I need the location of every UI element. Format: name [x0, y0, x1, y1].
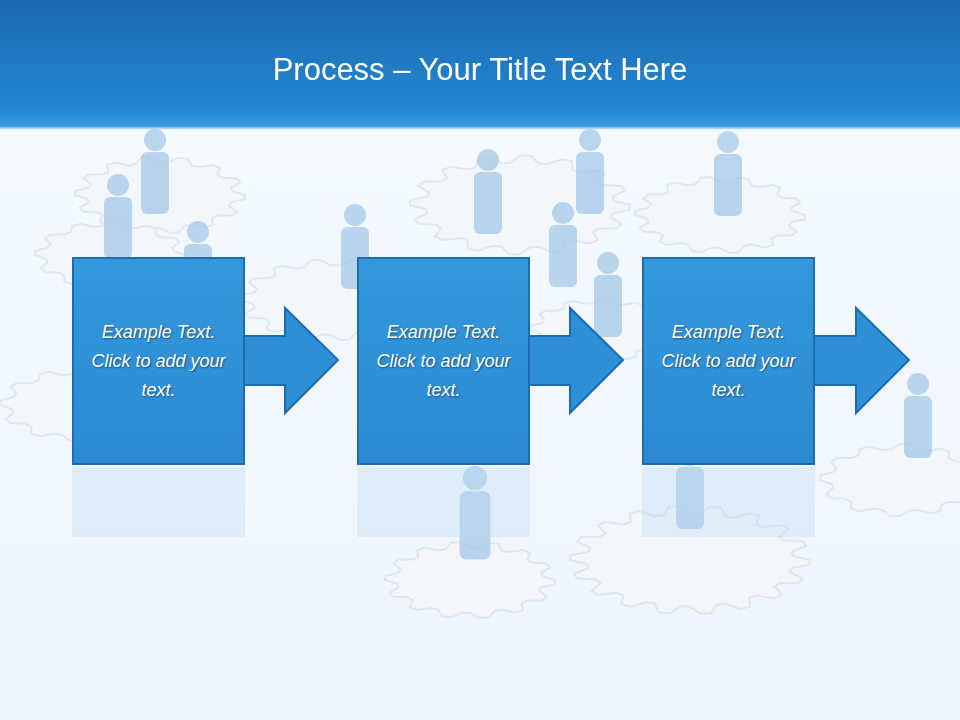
flow-arrow [527, 308, 623, 413]
process-box: Example Text. Click to add your text. [72, 257, 245, 465]
box-text: Example Text. Click to add your text. [369, 318, 518, 405]
slide-title: Process – Your Title Text Here [0, 52, 960, 88]
process-box: Example Text. Click to add your text. [642, 257, 815, 465]
process-box: Example Text. Click to add your text. [357, 257, 530, 465]
flow-arrow [242, 308, 338, 413]
box-text: Example Text. Click to add your text. [84, 318, 233, 405]
box-text: Example Text. Click to add your text. [654, 318, 803, 405]
outgoing-arrow [812, 308, 909, 413]
